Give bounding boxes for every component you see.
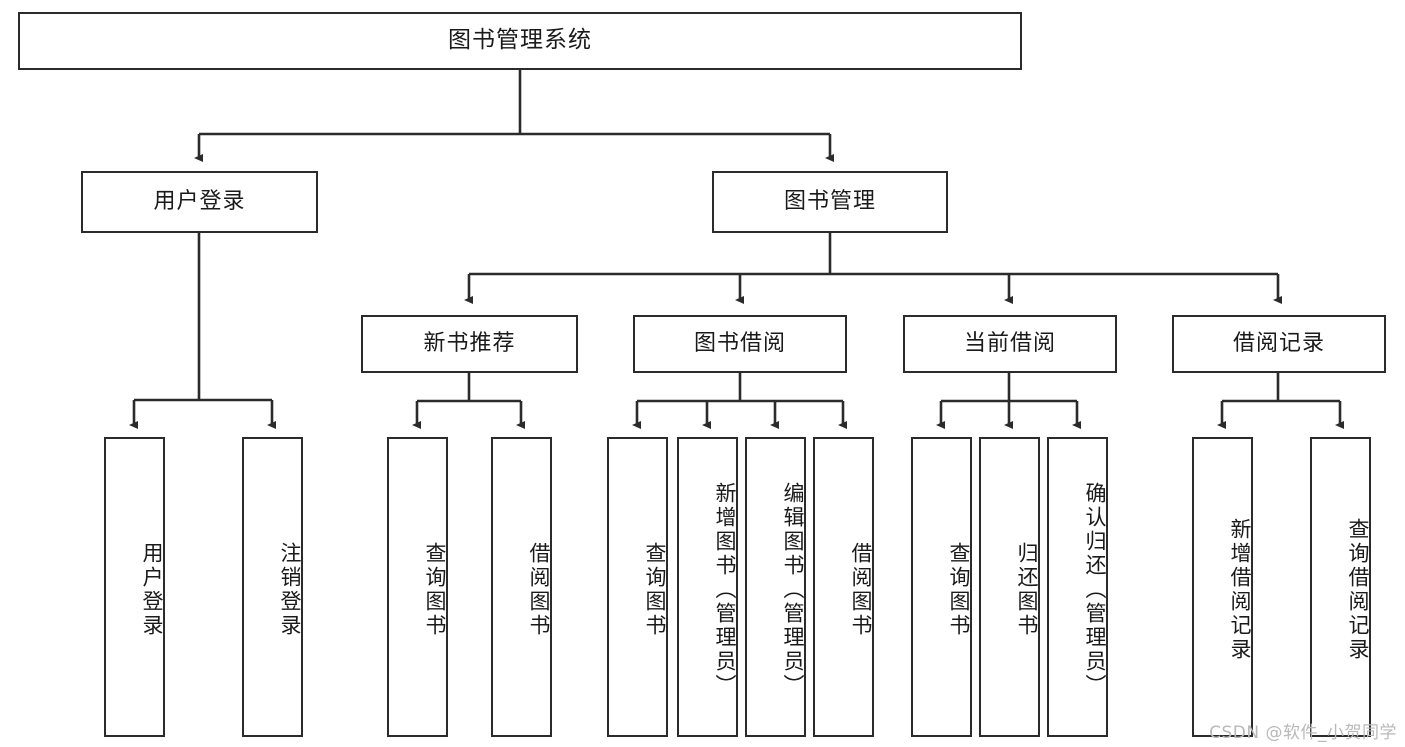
node-current-borrow[interactable]: 当前借阅 (903, 315, 1117, 373)
leaf-label: 新增借阅记录 (1228, 518, 1252, 662)
watermark: CSDN @软件_小贺同学 (1209, 723, 1397, 743)
node-book-management-label: 图书管理 (783, 188, 876, 214)
leaf-borrow-record-query[interactable]: 查询借阅记录 (1310, 437, 1371, 737)
leaf-label: 借阅图书 (527, 542, 551, 638)
node-book-borrow-label: 图书借阅 (693, 330, 786, 356)
node-user-login[interactable]: 用户登录 (81, 171, 318, 233)
leaf-label: 注销登录 (278, 542, 302, 638)
leaf-borrow-record-add[interactable]: 新增借阅记录 (1192, 437, 1253, 737)
leaf-label: 用户登录 (140, 542, 164, 638)
node-current-borrow-label: 当前借阅 (963, 330, 1056, 356)
leaf-user-login-signin[interactable]: 用户登录 (104, 437, 165, 737)
node-book-management[interactable]: 图书管理 (712, 171, 948, 233)
leaf-book-borrow-borrow[interactable]: 借阅图书 (813, 437, 874, 737)
leaf-current-borrow-return[interactable]: 归还图书 (979, 437, 1040, 737)
leaf-book-borrow-query[interactable]: 查询图书 (607, 437, 668, 737)
leaf-label: 查询借阅记录 (1346, 518, 1370, 662)
leaf-label: 编辑图书（管理员） (781, 482, 805, 698)
node-root-label: 图书管理系统 (448, 27, 592, 54)
node-borrow-record-label: 借阅记录 (1232, 330, 1325, 356)
node-borrow-record[interactable]: 借阅记录 (1172, 315, 1386, 373)
node-new-book-recommend-label: 新书推荐 (423, 330, 516, 356)
node-new-book-recommend[interactable]: 新书推荐 (361, 315, 578, 373)
leaf-label: 归还图书 (1015, 542, 1039, 638)
leaf-current-borrow-confirm[interactable]: 确认归还（管理员） (1047, 437, 1108, 737)
leaf-label: 确认归还（管理员） (1083, 482, 1107, 698)
leaf-new-book-query[interactable]: 查询图书 (387, 437, 448, 737)
leaf-label: 借阅图书 (849, 542, 873, 638)
node-user-login-label: 用户登录 (153, 188, 246, 214)
leaf-book-borrow-add[interactable]: 新增图书（管理员） (677, 437, 738, 737)
leaf-new-book-borrow[interactable]: 借阅图书 (491, 437, 552, 737)
leaf-book-borrow-edit[interactable]: 编辑图书（管理员） (745, 437, 806, 737)
leaf-label: 查询图书 (947, 542, 971, 638)
leaf-label: 查询图书 (643, 542, 667, 638)
leaf-label: 新增图书（管理员） (713, 482, 737, 698)
leaf-current-borrow-query[interactable]: 查询图书 (911, 437, 972, 737)
leaf-label: 查询图书 (423, 542, 447, 638)
node-book-borrow[interactable]: 图书借阅 (633, 315, 847, 373)
node-root[interactable]: 图书管理系统 (18, 12, 1022, 70)
leaf-user-login-signout[interactable]: 注销登录 (242, 437, 303, 737)
